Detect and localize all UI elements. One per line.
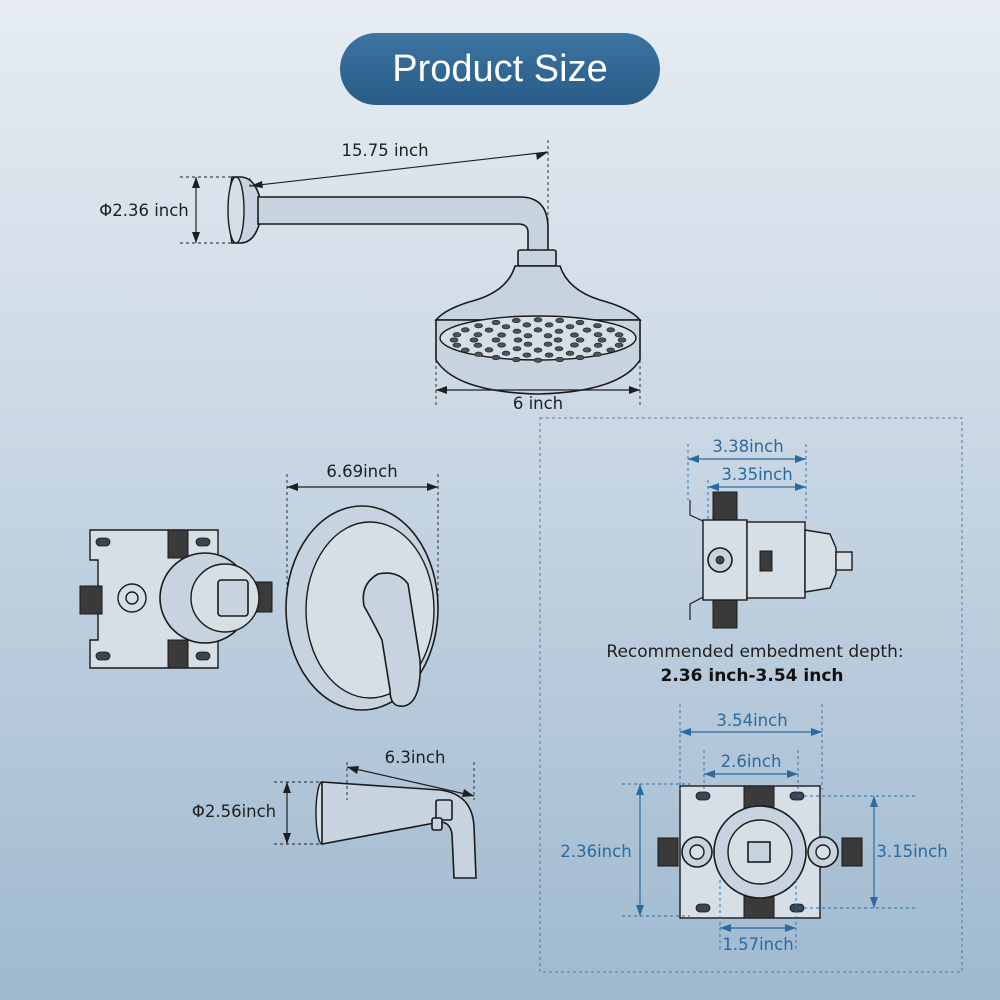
nozzle — [449, 337, 459, 343]
nozzle — [606, 347, 616, 353]
shower-head-drawing — [434, 249, 642, 395]
nozzle — [512, 328, 522, 334]
nozzle — [570, 332, 579, 338]
label-front-inner: 2.6inch — [721, 752, 782, 771]
embedment-note-value: 2.36 inch-3.54 inch — [661, 666, 844, 686]
dim-flange-diameter: Φ2.36 inch — [99, 176, 240, 244]
shower-arm-drawing — [227, 176, 549, 253]
nozzle — [582, 327, 592, 333]
nozzle — [523, 333, 533, 339]
nozzle — [544, 352, 554, 358]
nozzle — [554, 346, 564, 352]
nozzle — [544, 322, 554, 328]
nozzle — [473, 332, 483, 338]
label-front-height-right: 3.15inch — [876, 842, 947, 861]
label-flange-diameter: Φ2.36 inch — [99, 201, 189, 220]
nozzle — [533, 347, 543, 353]
nozzle — [452, 332, 462, 338]
dim-front-bottom: 1.57inch — [719, 880, 797, 954]
nozzle — [575, 354, 585, 360]
label-head-width: 6 inch — [513, 394, 563, 413]
nozzle — [497, 342, 506, 348]
nozzle — [533, 357, 543, 363]
nozzle — [533, 317, 543, 323]
nozzle — [474, 323, 483, 329]
nozzle — [555, 356, 565, 362]
dim-front-width: 3.54inch — [679, 704, 823, 790]
nozzle — [593, 323, 602, 329]
nozzle — [491, 337, 501, 343]
nozzle — [491, 319, 501, 325]
nozzle-pattern — [449, 317, 627, 363]
nozzle — [501, 350, 511, 356]
nozzle — [565, 324, 575, 330]
nozzle — [614, 342, 624, 348]
nozzle — [511, 356, 521, 362]
label-arm-length: 15.75 inch — [341, 141, 428, 160]
valve-body-drawing — [79, 529, 273, 669]
label-front-width: 3.54inch — [716, 711, 787, 730]
dim-side-outer: 3.38inch — [687, 437, 807, 520]
nozzle — [606, 327, 616, 333]
nozzle — [512, 346, 522, 352]
nozzle — [543, 333, 553, 339]
valve-front-view-drawing — [657, 785, 863, 919]
label-front-height-left: 2.36inch — [560, 842, 631, 861]
nozzle — [555, 317, 565, 323]
nozzle — [452, 342, 462, 348]
nozzle — [597, 337, 607, 343]
nozzle — [570, 342, 579, 348]
nozzle — [554, 328, 564, 334]
dim-head-width: 6 inch — [435, 360, 641, 413]
nozzle — [511, 317, 521, 323]
nozzle — [460, 327, 470, 333]
nozzle — [522, 322, 532, 328]
label-side-outer: 3.38inch — [712, 437, 783, 456]
nozzle — [575, 319, 585, 325]
nozzle — [469, 337, 479, 343]
nozzle — [565, 350, 575, 356]
label-trim-width: 6.69inch — [326, 462, 397, 481]
label-side-inner: 3.35inch — [721, 465, 792, 484]
label-front-bottom: 1.57inch — [722, 935, 793, 954]
tub-spout-drawing — [315, 781, 477, 879]
nozzle — [497, 332, 506, 338]
nozzle — [460, 347, 470, 353]
dim-spout-length: 6.3inch — [346, 748, 475, 800]
dim-front-height-left: 2.36inch — [560, 783, 690, 917]
nozzle — [533, 327, 543, 333]
nozzle — [582, 347, 592, 353]
nozzle — [513, 337, 523, 343]
dim-front-inner: 2.6inch — [703, 750, 799, 790]
page-title: Product Size — [340, 33, 660, 105]
trim-plate-drawing — [285, 505, 439, 711]
label-spout-diameter: Φ2.56inch — [192, 802, 276, 821]
nozzle — [484, 347, 494, 353]
nozzle — [553, 337, 563, 343]
label-spout-length: 6.3inch — [385, 748, 446, 767]
nozzle — [593, 342, 603, 348]
detail-panel-border — [539, 417, 963, 973]
dim-front-height-right: 3.15inch — [798, 795, 948, 909]
nozzle — [491, 354, 501, 360]
dim-trim-width: 6.69inch — [286, 462, 439, 600]
nozzle — [522, 352, 532, 358]
dim-arm-length: 15.75 inch — [249, 140, 549, 248]
nozzle — [474, 351, 483, 357]
nozzle — [617, 337, 627, 343]
nozzle — [593, 351, 602, 357]
nozzle — [484, 327, 494, 333]
nozzle — [473, 342, 483, 348]
dim-spout-diameter: Φ2.56inch — [192, 781, 320, 845]
dim-side-inner: 3.35inch — [707, 465, 806, 520]
valve-side-view-drawing — [689, 491, 853, 629]
nozzle — [501, 324, 511, 330]
nozzle — [614, 332, 624, 338]
nozzle — [575, 337, 585, 343]
embedment-note-label: Recommended embedment depth: — [606, 642, 903, 662]
nozzle — [523, 341, 533, 347]
nozzle — [543, 341, 553, 347]
nozzle — [593, 332, 603, 338]
